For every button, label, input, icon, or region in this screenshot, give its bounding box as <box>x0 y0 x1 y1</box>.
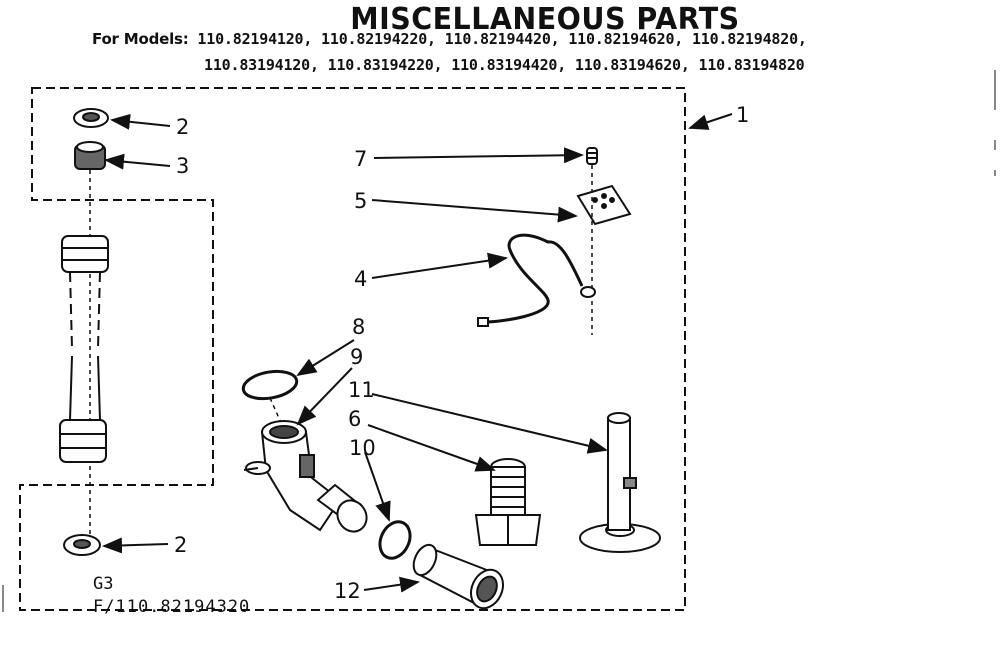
callout-5: 5 <box>354 189 367 213</box>
models-prefix: For Models: <box>92 30 189 48</box>
part-ground-wire <box>477 233 596 327</box>
callout-6: 6 <box>348 407 361 431</box>
figure-model: F/110.82194320 <box>93 597 251 617</box>
models-line-1: For Models: 110.82194120, 110.82194220, … <box>92 30 807 48</box>
part-threaded-fitting <box>474 458 542 546</box>
part-elbow-pipe <box>243 420 368 533</box>
models-line-2: 110.83194120, 110.83194220, 110.83194420… <box>204 56 805 74</box>
callout-2-bottom: 2 <box>174 533 187 557</box>
kit-outline <box>19 87 686 611</box>
callout-10: 10 <box>349 436 376 460</box>
part-o-ring-lower <box>378 520 412 560</box>
part-screw <box>586 147 598 165</box>
part-washer-bottom <box>63 534 101 556</box>
callout-1: 1 <box>736 103 749 127</box>
figure-code: G3 <box>93 574 114 594</box>
part-coupling <box>412 543 505 610</box>
part-bracket <box>576 184 632 226</box>
callout-7: 7 <box>354 147 367 171</box>
scan-edge-marks <box>2 70 996 612</box>
callout-12: 12 <box>334 579 361 603</box>
part-cap <box>74 141 106 170</box>
part-o-ring-top <box>241 369 299 401</box>
models-list-1: 110.82194120, 110.82194220, 110.82194420… <box>197 30 807 48</box>
part-leveling-leg <box>579 412 661 553</box>
callout-2-top: 2 <box>176 115 189 139</box>
part-washer-top <box>73 108 109 128</box>
callout-4: 4 <box>354 267 367 291</box>
callout-8: 8 <box>352 315 365 339</box>
callout-9: 9 <box>350 345 363 369</box>
callout-11: 11 <box>348 378 375 402</box>
callout-3: 3 <box>176 154 189 178</box>
diagram-title: MISCELLANEOUS PARTS <box>350 2 740 37</box>
leader-lines <box>102 113 733 593</box>
part-hose-assembly <box>59 235 109 463</box>
